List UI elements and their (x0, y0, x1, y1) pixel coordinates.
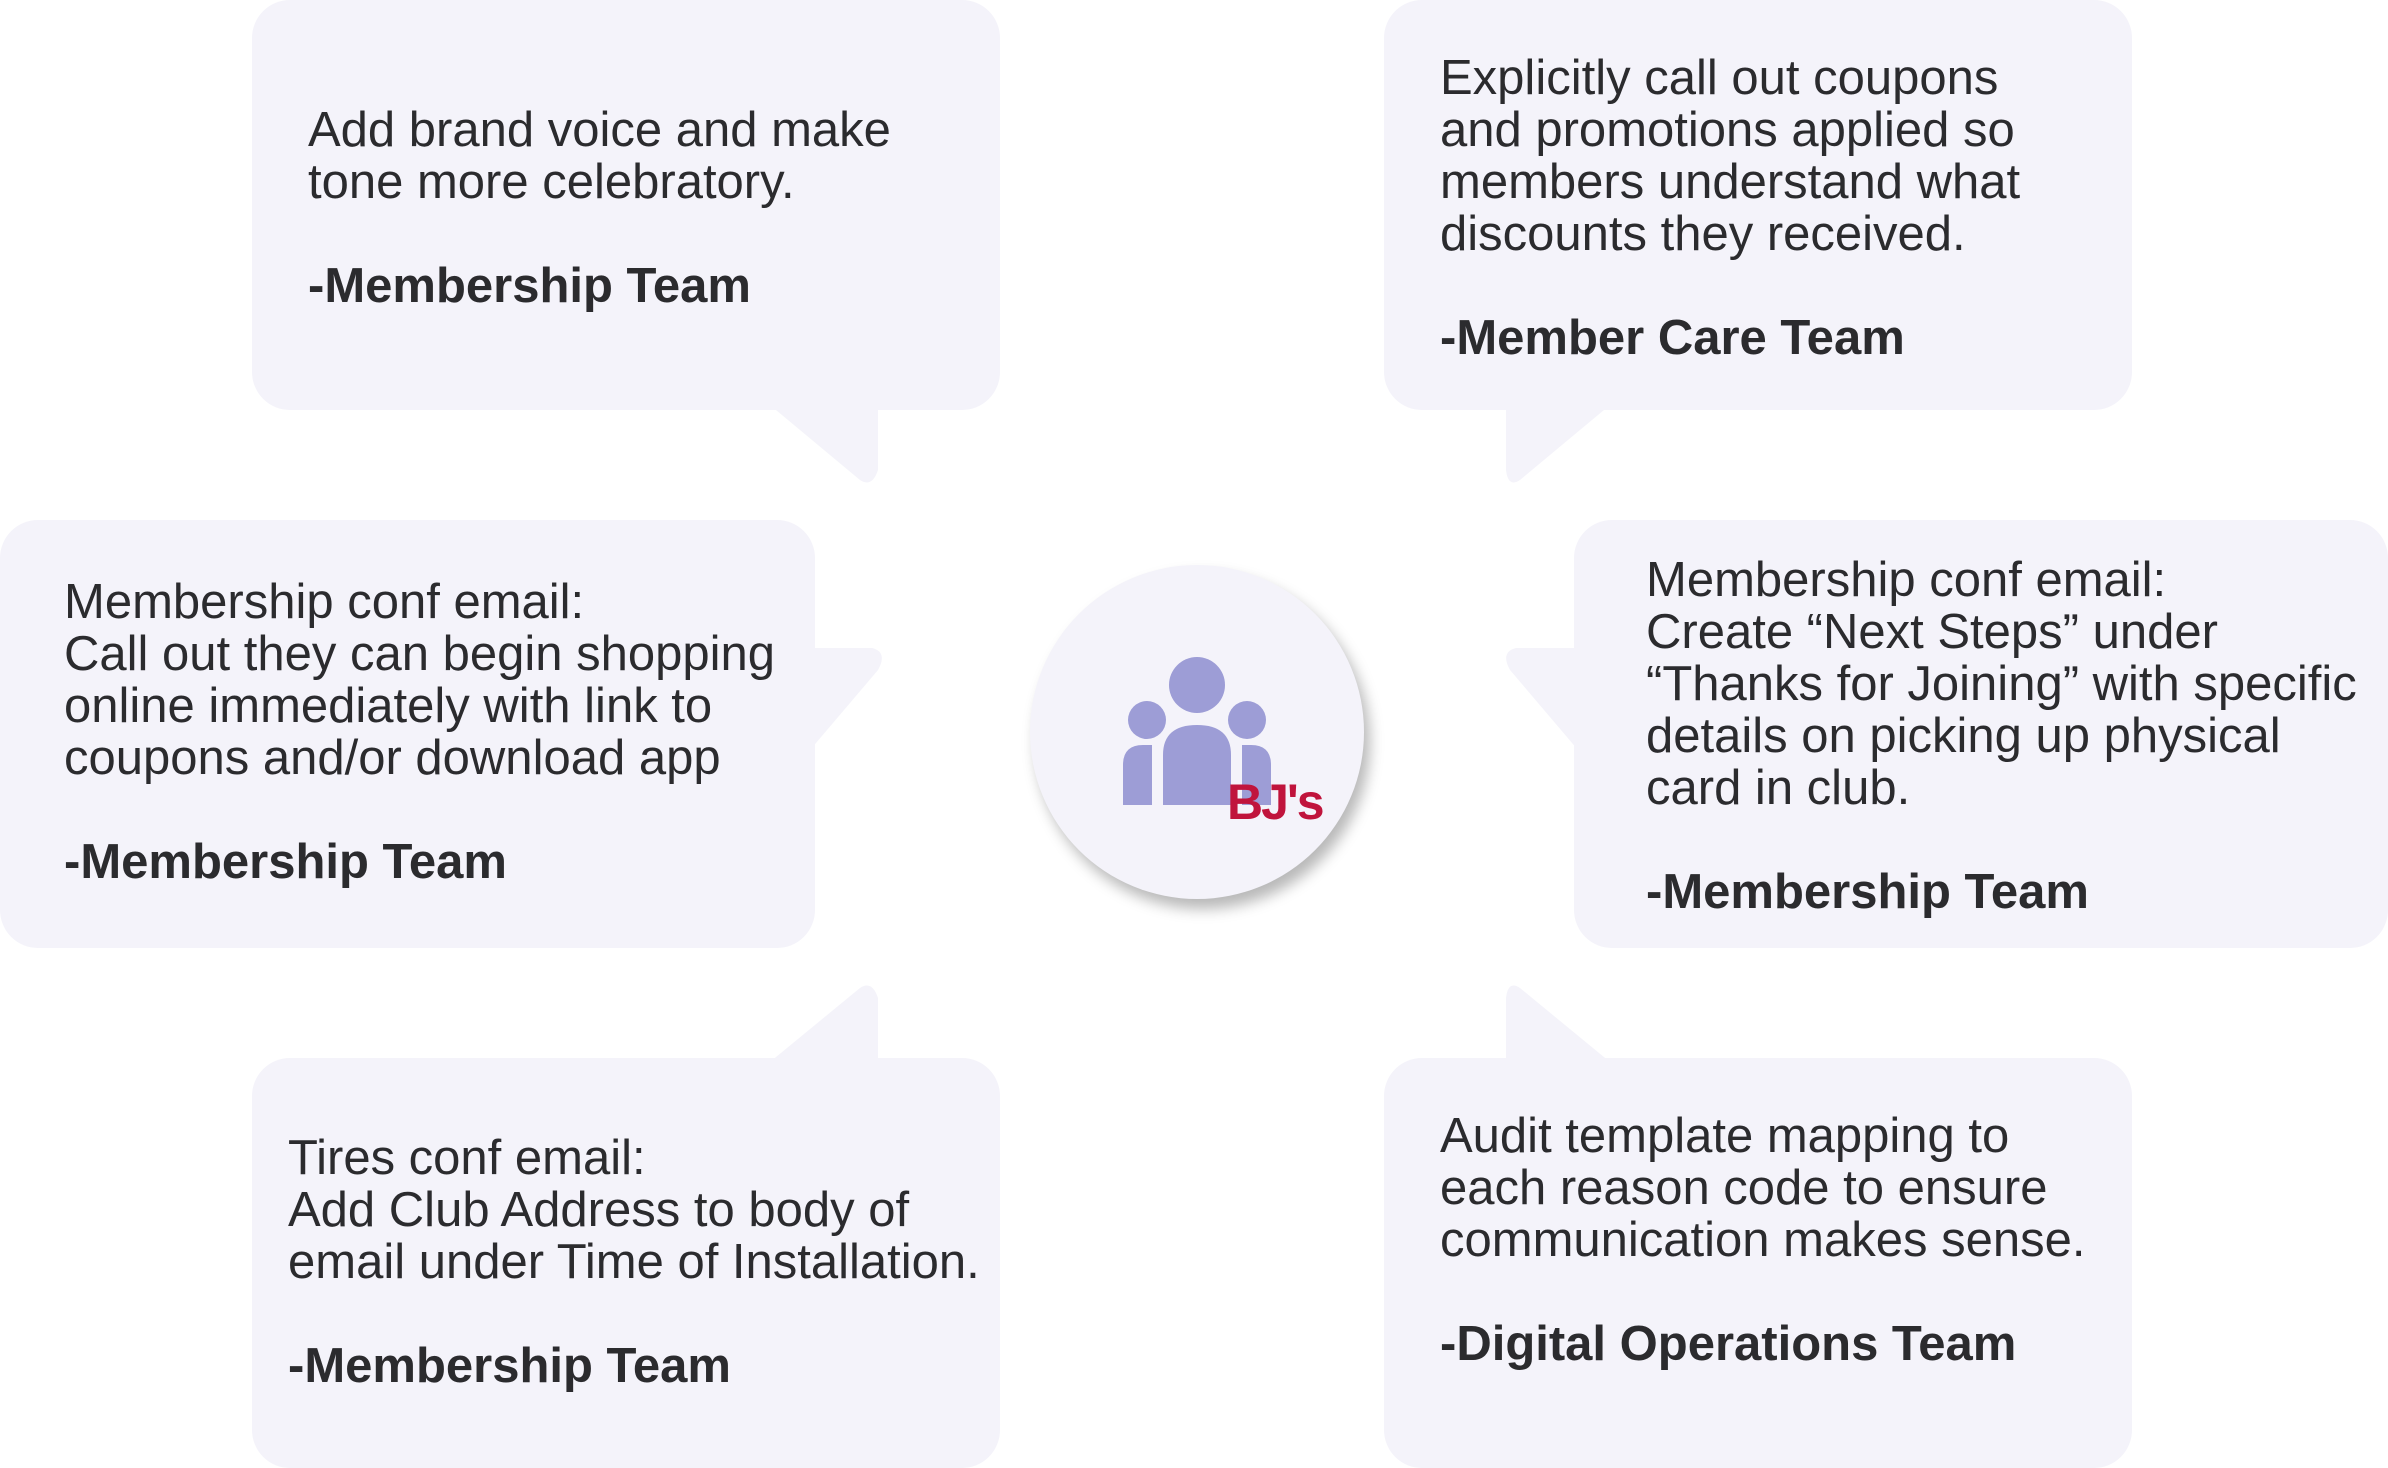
feedback-line: coupons and/or download app (64, 731, 721, 785)
feedback-text: Membership conf email: Create “Next Step… (1646, 554, 2388, 814)
feedback-text: Tires conf email: Add Club Address to bo… (288, 1132, 1000, 1288)
feedback-text: Add brand voice and make tone more celeb… (308, 104, 1000, 208)
bubble-1-tail (770, 405, 878, 483)
team-attribution: -Membership Team (288, 1339, 731, 1393)
team-attribution: -Membership Team (64, 835, 507, 889)
feedback-line: Call out they can begin shopping (64, 627, 776, 681)
feedback-line: Explicitly call out coupons (1440, 51, 1999, 105)
feedback-line: details on picking up physical (1646, 709, 2281, 763)
feedback-bubble-shopping-online: Membership conf email: Call out they can… (0, 520, 815, 948)
feedback-line: members understand what (1440, 155, 2021, 209)
team-attribution: -Member Care Team (1440, 311, 1905, 365)
bubble-5-tail (770, 985, 878, 1062)
feedback-line: tone more celebratory. (308, 155, 795, 209)
feedback-text: Membership conf email: Call out they can… (64, 576, 815, 784)
feedback-line: communication makes sense. (1440, 1213, 2086, 1267)
feedback-bubble-brand-voice: Add brand voice and make tone more celeb… (252, 0, 1000, 410)
feedback-bubble-coupons: Explicitly call out coupons and promotio… (1384, 0, 2132, 410)
bubble-3-tail (810, 648, 882, 750)
feedback-line: Membership conf email: (1646, 553, 2167, 607)
members-badge: BJ's (1030, 565, 1364, 899)
feedback-bubble-tires: Tires conf email: Add Club Address to bo… (252, 1058, 1000, 1468)
feedback-line: Membership conf email: (64, 575, 585, 629)
team-attribution: -Membership Team (1646, 865, 2089, 919)
feedback-bubble-next-steps: Membership conf email: Create “Next Step… (1574, 520, 2388, 948)
team-attribution: -Membership Team (308, 259, 751, 313)
feedback-line: discounts they received. (1440, 207, 1966, 261)
feedback-line: online immediately with link to (64, 679, 713, 733)
feedback-text: Audit template mapping to each reason co… (1440, 1110, 2132, 1266)
bubble-2-tail (1506, 405, 1610, 483)
feedback-line: email under Time of Installation. (288, 1235, 980, 1289)
feedback-line: Add Club Address to body of (288, 1183, 910, 1237)
feedback-text: Explicitly call out coupons and promotio… (1440, 52, 2132, 260)
feedback-line: Audit template mapping to (1440, 1109, 2010, 1163)
feedback-line: each reason code to ensure (1440, 1161, 2048, 1215)
feedback-line: Tires conf email: (288, 1131, 646, 1185)
bubble-6-tail (1506, 985, 1610, 1062)
bubble-4-tail (1506, 648, 1578, 750)
feedback-line: Add brand voice and make (308, 103, 891, 157)
feedback-bubble-audit-template: Audit template mapping to each reason co… (1384, 1058, 2132, 1468)
feedback-line: card in club. (1646, 761, 1911, 815)
people-group-icon (1123, 657, 1271, 805)
feedback-line: Create “Next Steps” under (1646, 605, 2218, 659)
feedback-line: “Thanks for Joining” with specific (1646, 657, 2357, 711)
bjs-logo: BJ's (1227, 774, 1325, 830)
feedback-line: and promotions applied so (1440, 103, 2015, 157)
team-attribution: -Digital Operations Team (1440, 1317, 2017, 1371)
